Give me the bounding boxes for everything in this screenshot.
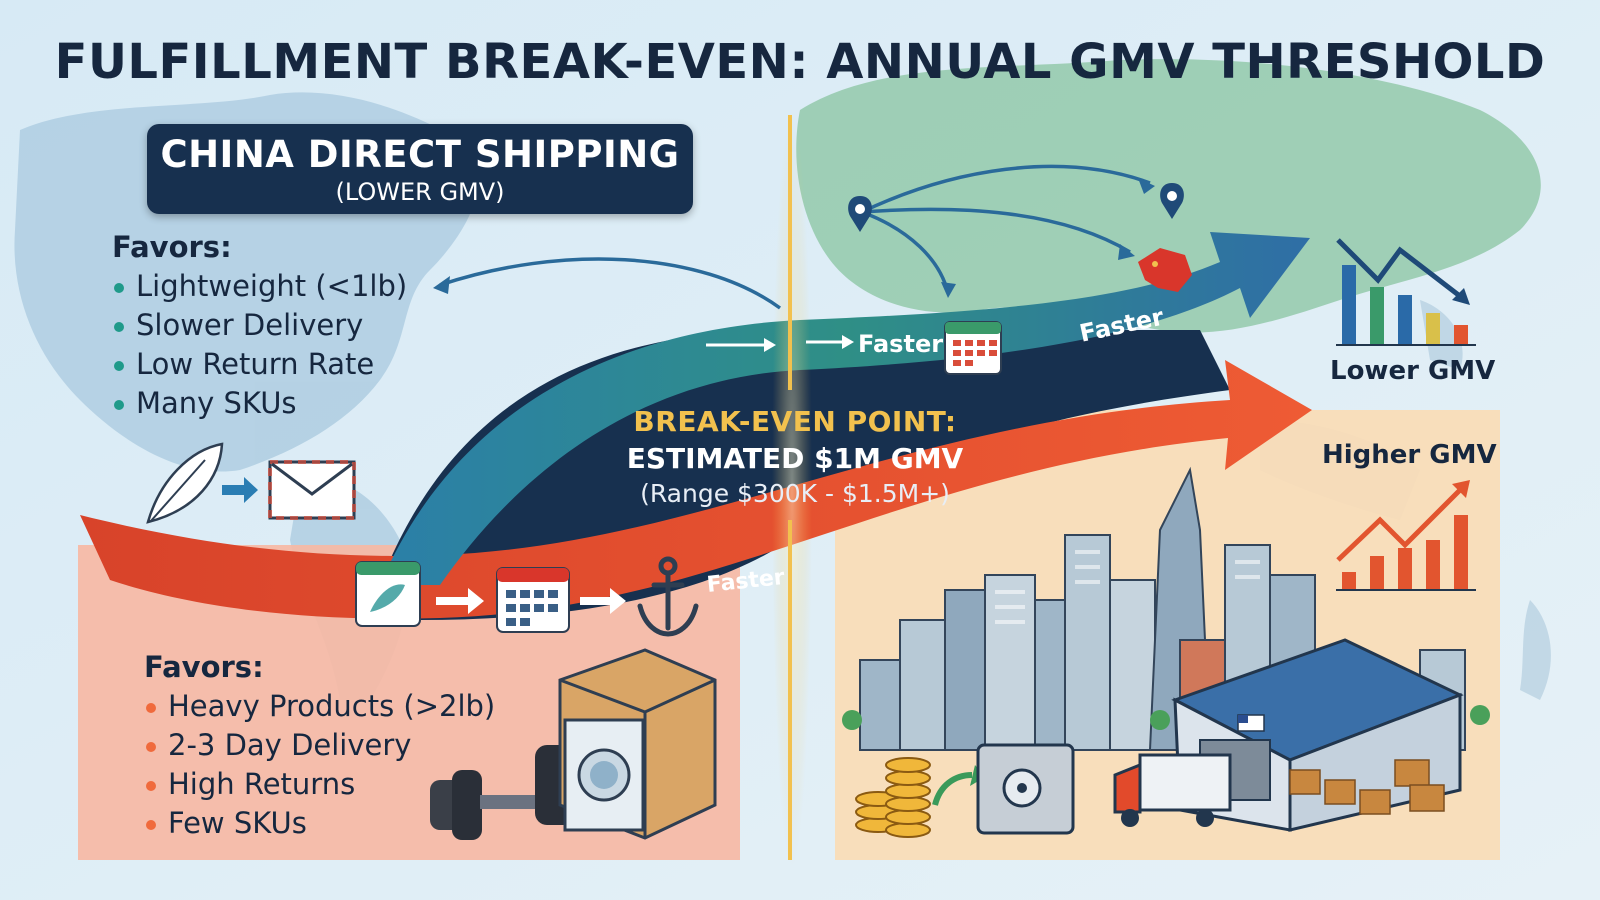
anchor-icon [637,556,699,637]
calendar-icon [496,567,570,633]
flow-arrow-icon [222,477,258,503]
route-arrows [439,164,1151,310]
favors-label: Favors: [112,230,232,264]
china-direct-subheading: (LOWER GMV) [335,178,505,206]
flow-arrow-icon [706,340,848,347]
envelope-icon [268,460,356,520]
feather-icon [146,442,224,524]
calendar-icon [944,321,1002,375]
list-item: Low Return Rate [112,345,407,384]
higher-gmv-label: Higher GMV [1322,440,1497,470]
china-direct-favors-list: Favors: Lightweight (<1lb) Slower Delive… [112,228,407,423]
list-item: Many SKUs [112,384,407,423]
cardboard-box-icon [558,648,717,840]
break-even-divider [772,110,812,870]
calendar-feather-icon [355,561,421,627]
safe-icon [976,743,1075,835]
break-even-label: BREAK-EVEN POINT: [633,405,957,438]
break-even-range: (Range $300K - $1.5M+) [640,479,950,508]
truck-icon [1113,753,1232,827]
break-even-callout: BREAK-EVEN POINT: ESTIMATED $1M GMV (Ran… [590,405,1000,508]
china-direct-heading: CHINA DIRECT SHIPPING [160,133,680,176]
china-direct-banner: CHINA DIRECT SHIPPING (LOWER GMV) [147,124,693,214]
china-flag-icon [1138,248,1192,292]
faster-label: Faster [858,330,944,358]
page-title: FULFILLMENT BREAK-EVEN: ANNUAL GMV THRES… [54,34,1546,90]
favors-label: Favors: [144,650,264,684]
list-item: 2-3 Day Delivery [144,726,495,765]
map-pin-icon [1160,183,1184,219]
blue-flow-arrow [380,232,1310,585]
orange-flow-arrow [80,360,1312,619]
domestic-favors-list: Favors: Heavy Products (>2lb) 2-3 Day De… [144,648,495,843]
lower-gmv-chart-icon [1336,238,1476,346]
list-item: Slower Delivery [112,306,407,345]
map-pin-icon [848,196,872,232]
coin-stack-icon [855,757,931,838]
list-item: High Returns [144,765,495,804]
list-item: Lightweight (<1lb) [112,267,407,306]
lower-gmv-label: Lower GMV [1330,356,1496,386]
list-item: Heavy Products (>2lb) [144,687,495,726]
break-even-estimate: ESTIMATED $1M GMV [626,442,964,475]
list-item: Few SKUs [144,804,495,843]
higher-gmv-chart-icon [1336,480,1476,591]
flow-arrow-icon [436,588,626,614]
